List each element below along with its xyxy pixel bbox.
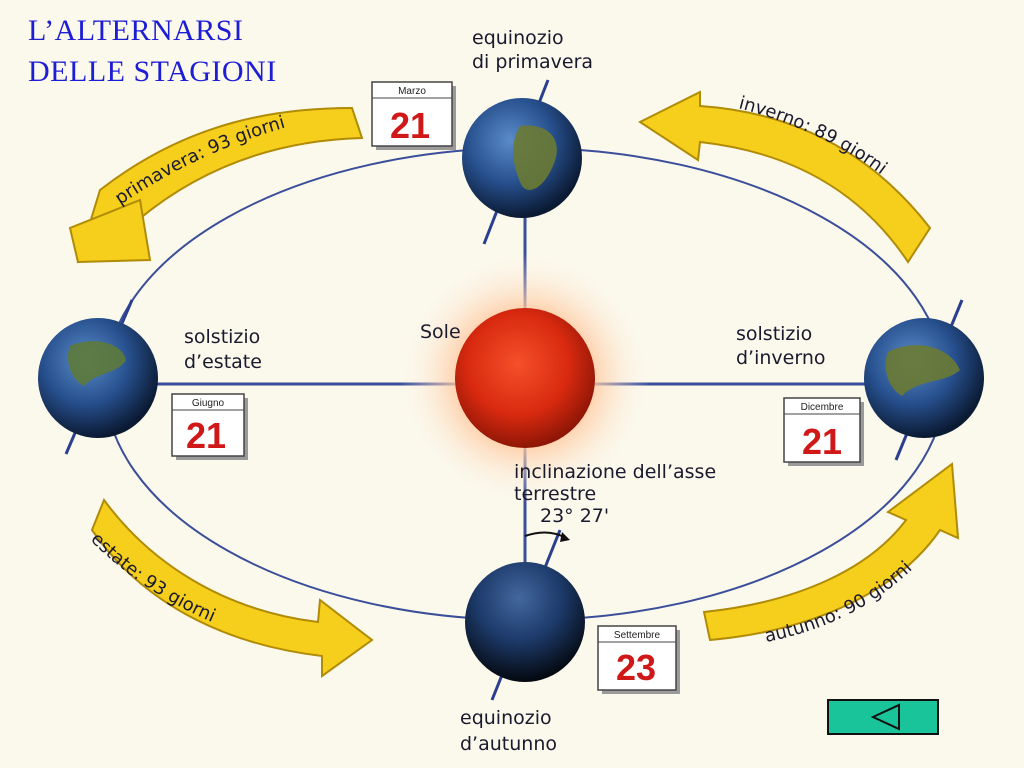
- winter-solstice-label-2: d’inverno: [736, 347, 826, 369]
- earth-spring-icon: [462, 79, 582, 245]
- calendar-spring-month: Marzo: [398, 86, 426, 97]
- axis-tilt-value: 23° 27': [540, 505, 609, 527]
- sun-label: Sole: [420, 321, 461, 343]
- earth-winter-icon: [864, 299, 984, 461]
- summer-solstice-label-1: solstizio: [184, 326, 260, 348]
- spring-equinox-label-2: di primavera: [472, 51, 593, 73]
- arrow-autumn-icon: [702, 462, 960, 642]
- back-triangle-icon: [870, 703, 900, 731]
- axis-tilt-label-2: terrestre: [514, 483, 596, 505]
- title-line-1: L’ALTERNARSI: [28, 14, 244, 47]
- slide-title: L’ALTERNARSI DELLE STAGIONI: [28, 10, 277, 92]
- calendar-winter-day: 21: [802, 421, 842, 462]
- arrow-winter-icon: [637, 90, 932, 264]
- tilt-angle-icon: [524, 531, 570, 542]
- title-line-2: DELLE STAGIONI: [28, 55, 277, 88]
- autumn-equinox-label-1: equinozio: [460, 707, 552, 729]
- calendar-autumn-day: 23: [616, 647, 656, 688]
- calendar-winter: Dicembre 21: [783, 397, 864, 466]
- sun-icon: [455, 308, 595, 448]
- axis-tilt-label-1: inclinazione dell’asse: [514, 461, 716, 483]
- arrow-summer-icon: [90, 497, 374, 678]
- arc-label-summer: estate: 93 giorni: [86, 529, 218, 627]
- calendar-spring: Marzo 21: [371, 81, 456, 150]
- calendar-winter-month: Dicembre: [801, 402, 844, 413]
- calendar-summer-month: Giugno: [192, 398, 225, 409]
- calendar-summer: Giugno 21: [171, 393, 248, 460]
- winter-solstice-label-1: solstizio: [736, 323, 812, 345]
- arrow-spring-icon: [68, 106, 364, 264]
- calendar-summer-day: 21: [186, 415, 226, 456]
- calendar-autumn-month: Settembre: [614, 630, 661, 641]
- summer-solstice-label-2: d’estate: [184, 351, 262, 373]
- spring-equinox-label-1: equinozio: [472, 27, 564, 49]
- autumn-equinox-label-2: d’autunno: [460, 733, 557, 755]
- back-button[interactable]: [827, 699, 939, 735]
- calendar-spring-day: 21: [390, 105, 430, 146]
- earth-summer-icon: [38, 299, 158, 455]
- calendar-autumn: Settembre 23: [597, 625, 680, 694]
- earth-autumn-icon: [465, 529, 585, 701]
